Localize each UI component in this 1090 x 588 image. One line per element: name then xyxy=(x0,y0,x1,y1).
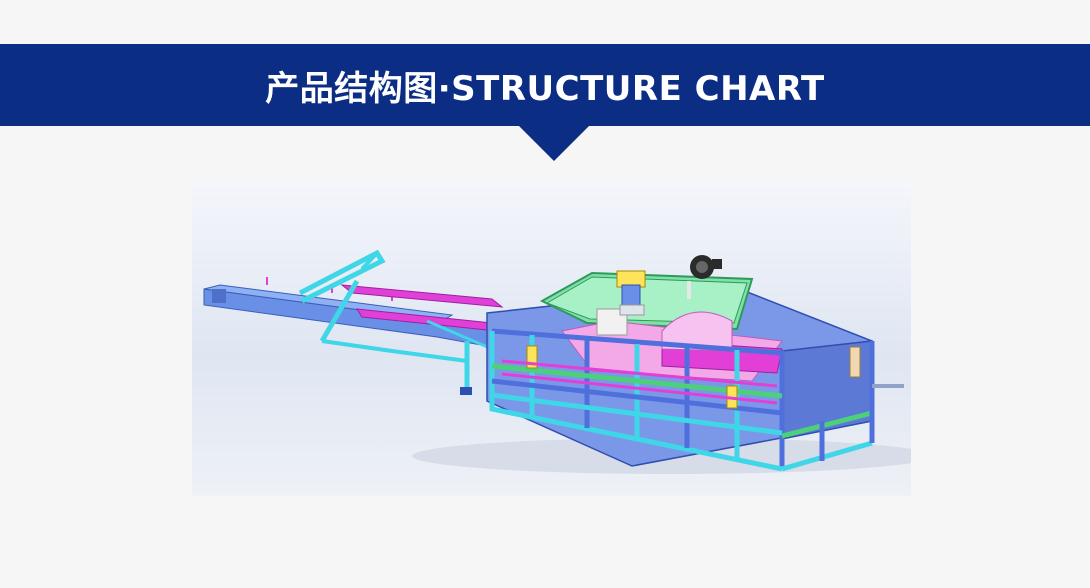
machine-3d-model-icon xyxy=(203,249,911,474)
banner-pointer-arrow xyxy=(518,125,590,161)
structure-chart-image xyxy=(192,181,911,496)
page-title: 产品结构图·STRUCTURE CHART xyxy=(265,68,825,109)
title-banner: 产品结构图·STRUCTURE CHART xyxy=(0,44,1090,126)
